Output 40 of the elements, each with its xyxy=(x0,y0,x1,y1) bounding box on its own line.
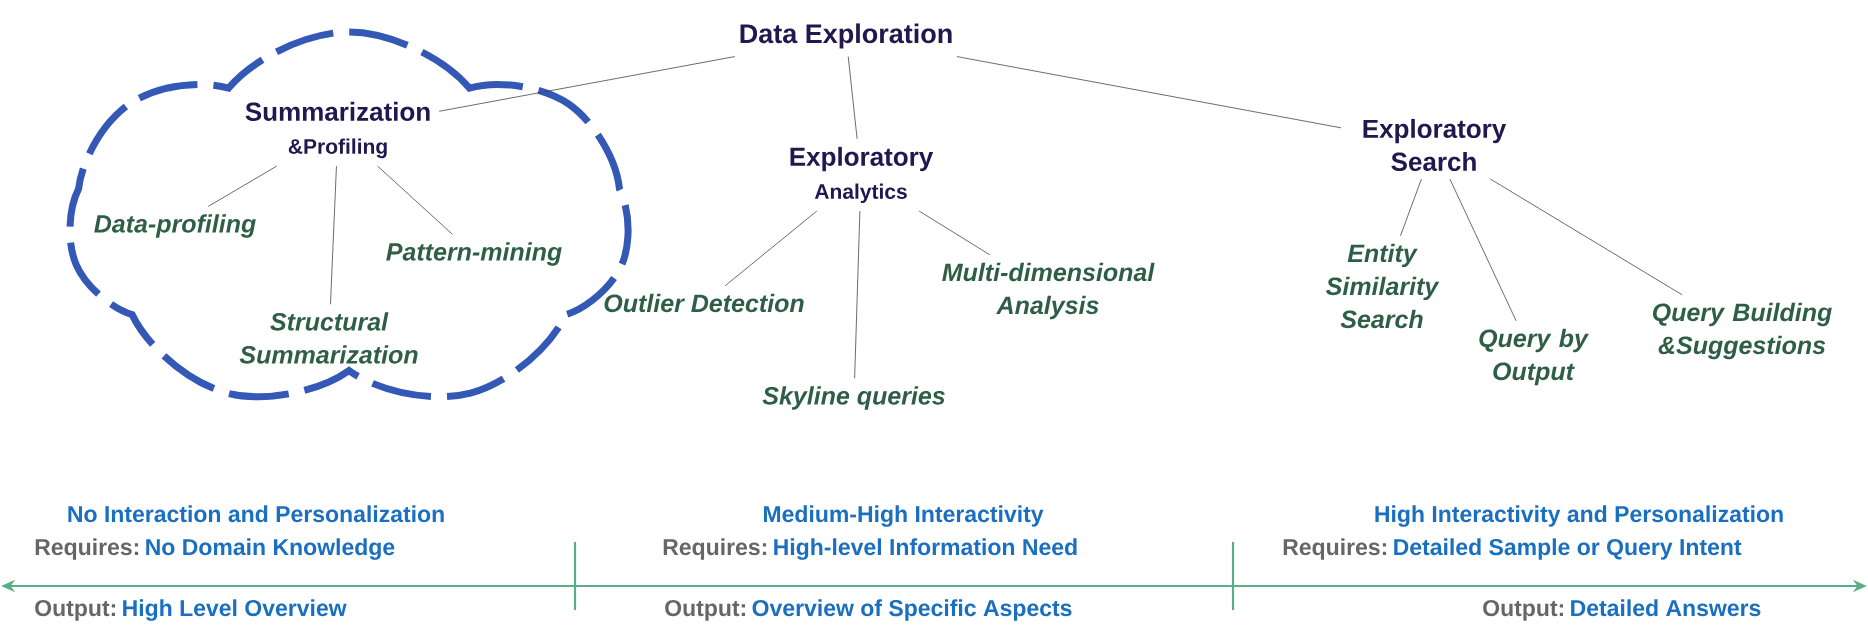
technique-label: Query by Output xyxy=(1479,328,1589,386)
field-value: Detailed Sample or Query Intent xyxy=(1394,538,1742,560)
category-heading: Summarization &Profiling xyxy=(245,101,430,159)
root-heading: Data Exploration xyxy=(740,23,952,49)
technique-label: Skyline queries xyxy=(762,386,945,410)
field-value: Overview of Specific Aspects xyxy=(752,599,1072,621)
connector-line xyxy=(956,56,1342,129)
technique-label: Multi-dimensional Analysis xyxy=(942,262,1155,320)
field-label: Requires: xyxy=(1283,538,1387,560)
level-heading: Medium-High Interactivity xyxy=(764,505,1044,527)
connector-line xyxy=(1449,178,1517,322)
connector-line xyxy=(377,165,453,235)
connector-line xyxy=(847,56,858,140)
field-label: Output: xyxy=(1483,599,1563,621)
technique-label: Outlier Detection xyxy=(604,293,804,313)
category-heading: Exploratory Search xyxy=(1363,118,1507,172)
connector-line xyxy=(854,210,861,379)
technique-label: Data-profiling xyxy=(94,214,256,238)
field-value: Detailed Answers xyxy=(1571,599,1761,617)
technique-label: Query Building &Suggestions xyxy=(1652,302,1832,360)
connector-line xyxy=(330,165,337,305)
field-value: High-level Information Need xyxy=(774,538,1077,560)
technique-label: Entity Similarity Search xyxy=(1326,243,1440,329)
level-heading: No Interaction and Personalization xyxy=(68,505,444,523)
connector-line xyxy=(724,210,818,287)
level-heading: High Interactivity and Personalization xyxy=(1375,505,1783,527)
connector-line xyxy=(207,165,278,207)
connector-line xyxy=(438,56,736,112)
technique-label: Structural Summarization xyxy=(239,312,418,364)
field-value: High Level Overview xyxy=(123,599,347,621)
connector-line xyxy=(1489,178,1683,296)
technique-label: Pattern-mining xyxy=(386,242,562,266)
field-label: Requires: xyxy=(35,538,139,560)
field-label: Requires: xyxy=(663,538,767,560)
field-value: No Domain Knowledge xyxy=(146,538,395,560)
connector-line xyxy=(918,210,991,256)
category-heading: Exploratory Analytics xyxy=(790,146,934,204)
field-label: Output: xyxy=(35,599,116,621)
field-label: Output: xyxy=(665,599,746,621)
connector-line xyxy=(1400,178,1422,237)
